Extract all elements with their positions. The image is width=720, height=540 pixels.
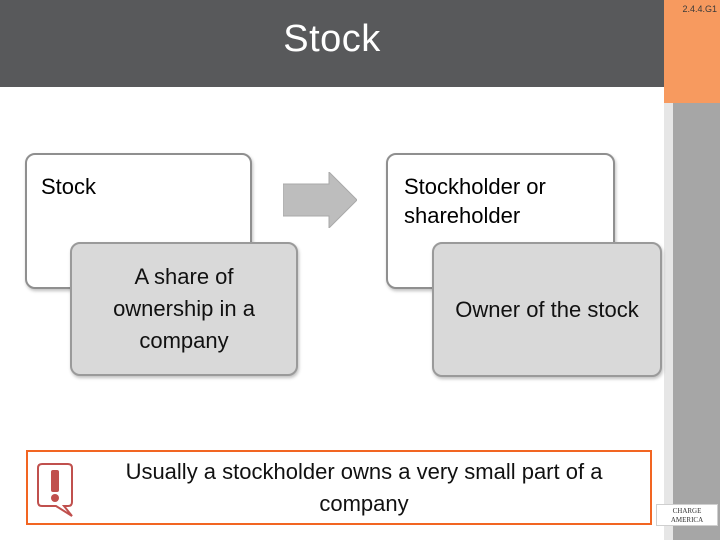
slide-title: Stock [283,18,381,60]
slide-code: 2.4.4.G1 [682,4,717,14]
stockholder-definition-box: Owner of the stock [432,242,662,377]
side-accent-orange: 2.4.4.G1 [664,0,720,103]
logo-text: CHARGE AMERICA [670,507,704,524]
stock-definition-box: A share of ownership in a company [70,242,298,376]
stockholder-term-label: Stockholder or shareholder [404,174,546,228]
exclamation-icon [37,463,73,517]
right-arrow-icon [283,172,357,228]
stockholder-definition-text: Owner of the stock [455,296,639,322]
stock-term-label: Stock [41,174,97,199]
title-bar: Stock [0,0,664,87]
side-accent-gray [673,103,720,540]
callout-text: Usually a stockholder owns a very small … [125,459,603,516]
stock-definition-text: A share of ownership in a company [113,264,255,353]
charge-america-logo: CHARGE AMERICA [656,504,718,526]
side-accent-light [664,103,673,540]
callout-box: Usually a stockholder owns a very small … [26,450,652,525]
